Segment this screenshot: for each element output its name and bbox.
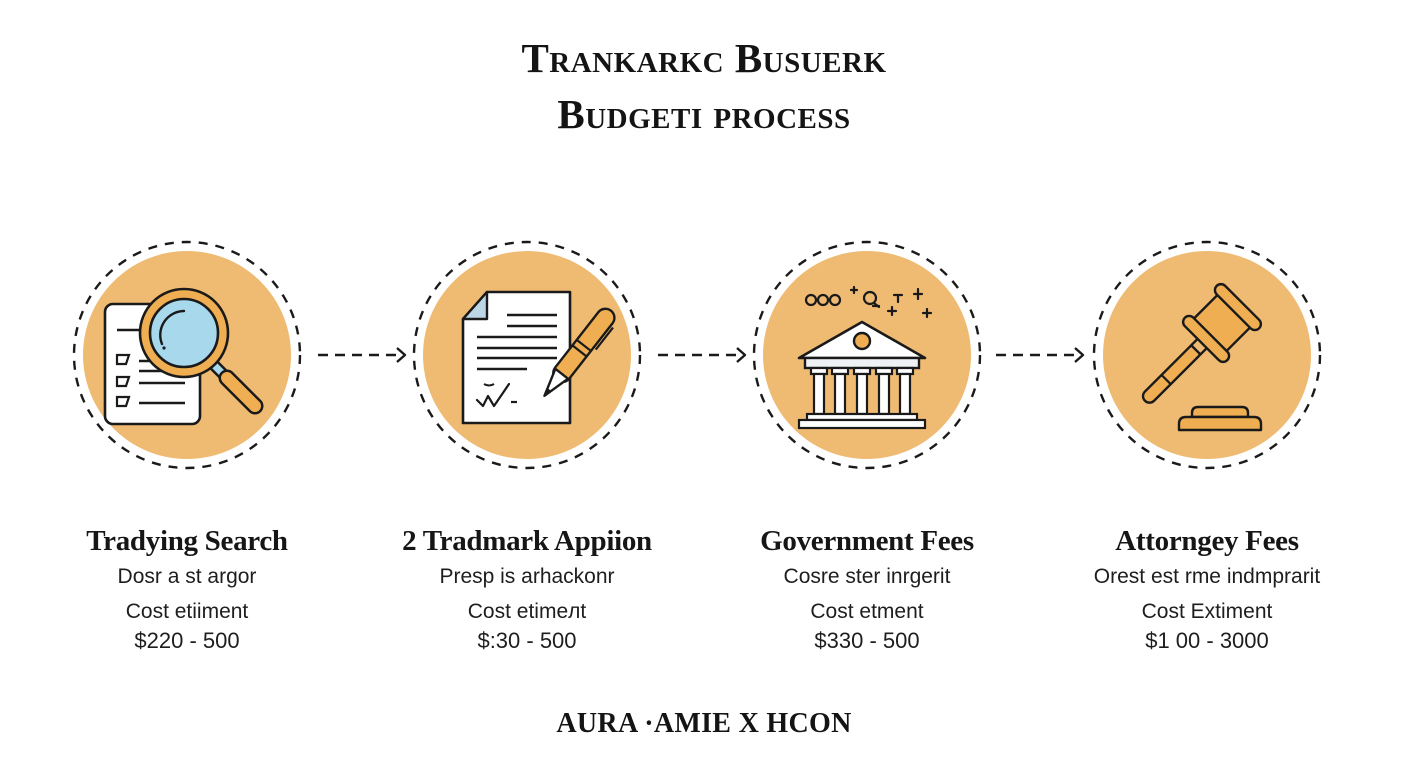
cost-estimate-label: Cost etment bbox=[810, 600, 924, 623]
step-description: Orest est rme indmprarit bbox=[1093, 565, 1321, 588]
dashed-arrow-right-icon bbox=[996, 347, 1085, 363]
cost-estimate-label: Cost Extiment bbox=[1141, 600, 1273, 623]
footer-brand: AURA ·AMIE X HCON bbox=[556, 708, 852, 739]
step-trademark-search: Tradying Search Dosr a st argor Cost eti… bbox=[17, 238, 357, 653]
cost-estimate-value: $1 00 - 3000 bbox=[1145, 628, 1269, 653]
step-trademark-application: 2 Tradmark Appiion Presp is arhackonr Co… bbox=[357, 238, 697, 653]
document-pen-icon bbox=[412, 240, 642, 470]
gavel-icon bbox=[1092, 240, 1322, 470]
cost-estimate-label: Cost etiiment bbox=[125, 600, 249, 623]
step-icon-container bbox=[1087, 238, 1327, 478]
dashed-arrow-right-icon bbox=[658, 347, 747, 363]
step-title: Attorngey Fees bbox=[1115, 525, 1299, 557]
step-attorney-fees: Attorngey Fees Orest est rme indmprarit … bbox=[1037, 238, 1377, 653]
cost-estimate-label: Cost etimeлt bbox=[467, 600, 587, 623]
step-description: Cosre ster inrgerit bbox=[783, 565, 951, 588]
magnifier-document-icon bbox=[72, 240, 302, 470]
step-icon-container bbox=[747, 238, 987, 478]
dashed-arrow-right-icon bbox=[318, 347, 407, 363]
cost-estimate-value: $220 - 500 bbox=[134, 628, 240, 653]
cost-estimate-value: $:30 - 500 bbox=[477, 628, 577, 653]
step-title: Government Fees bbox=[760, 525, 974, 557]
government-building-icon bbox=[752, 240, 982, 470]
step-government-fees: Government Fees Cosre ster inrgerit Cost… bbox=[697, 238, 1037, 653]
title-line-2: Budgeti process bbox=[557, 91, 851, 137]
step-title: 2 Tradmark Appiion bbox=[402, 525, 652, 557]
step-title: Tradying Search bbox=[86, 525, 288, 557]
decorative-symbols bbox=[804, 285, 933, 319]
step-description: Presp is arhackonr bbox=[439, 565, 615, 588]
step-icon-container bbox=[407, 238, 647, 478]
step-icon-container bbox=[67, 238, 307, 478]
step-description: Dosr a st argor bbox=[117, 565, 257, 588]
cost-estimate-value: $330 - 500 bbox=[814, 628, 920, 653]
title-line-1: Trankarkc Busuerk bbox=[521, 35, 887, 81]
